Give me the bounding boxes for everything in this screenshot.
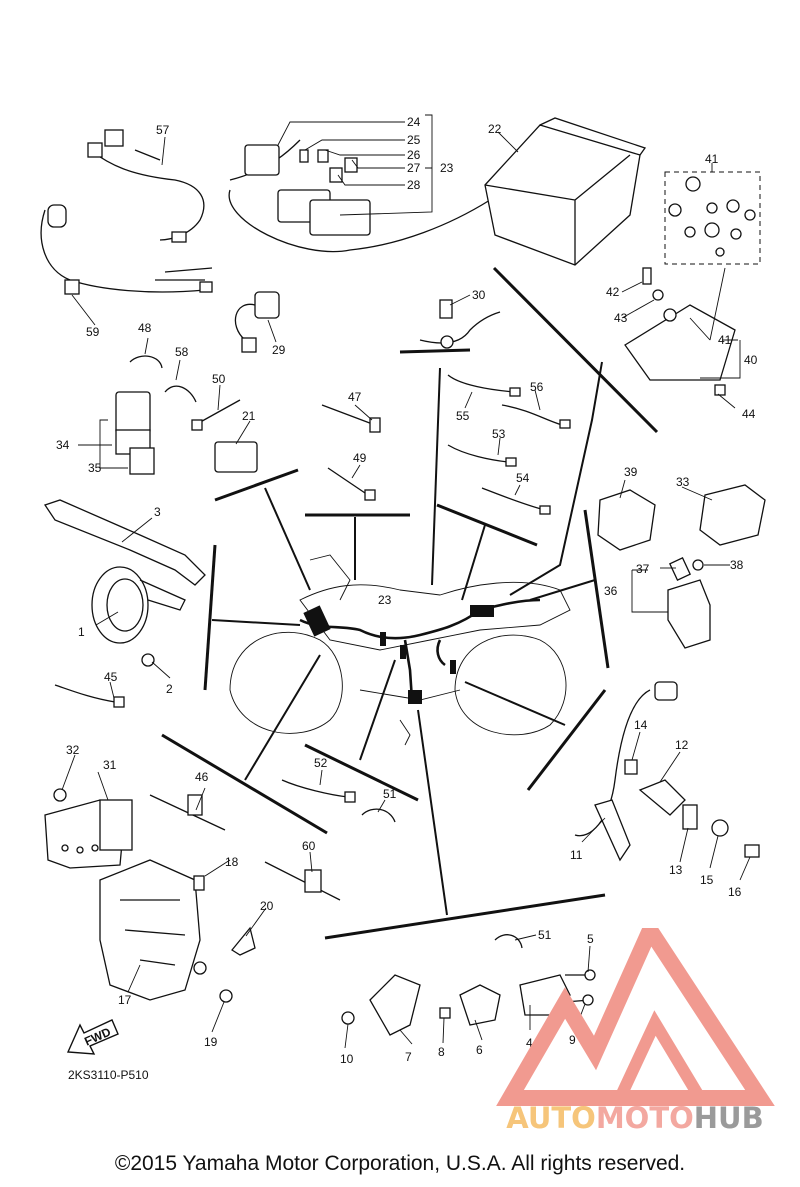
- callout-17: 17: [118, 993, 132, 1007]
- callout-19: 19: [204, 1035, 218, 1049]
- watermark-logo: AUTOMOTOHUB: [470, 928, 800, 1143]
- callout-51-mid: 51: [383, 787, 397, 801]
- callout-10: 10: [340, 1052, 354, 1066]
- callout-7: 7: [405, 1050, 412, 1064]
- callout-40: 40: [744, 353, 758, 367]
- part-bands-and-clips: [129, 355, 571, 515]
- callout-leaders: [61, 114, 751, 1049]
- callout-13: 13: [669, 863, 683, 877]
- callout-14: 14: [634, 718, 648, 732]
- callout-51-lower: 51: [538, 928, 552, 942]
- watermark-text-moto: MOTO: [595, 1101, 694, 1135]
- callout-48: 48: [138, 321, 152, 335]
- callout-44: 44: [742, 407, 756, 421]
- callout-23-fuse: 23: [440, 161, 454, 175]
- callout-3: 3: [154, 505, 161, 519]
- callout-57: 57: [156, 123, 170, 137]
- callout-29: 29: [272, 343, 286, 357]
- fwd-arrow-icon: FWD: [66, 1019, 119, 1055]
- callout-23-harness: 23: [378, 593, 392, 607]
- callout-24: 24: [407, 115, 421, 129]
- part-harness-left: [40, 129, 213, 295]
- callout-15: 15: [700, 873, 714, 887]
- callout-12: 12: [675, 738, 689, 752]
- part-bracket-17: [99, 859, 256, 1003]
- callout-58: 58: [175, 345, 189, 359]
- callout-50: 50: [212, 372, 226, 386]
- callout-28: 28: [407, 178, 421, 192]
- callout-6: 6: [476, 1043, 483, 1057]
- callout-32: 32: [66, 743, 80, 757]
- callout-33: 33: [676, 475, 690, 489]
- callout-22: 22: [488, 122, 502, 136]
- callout-37: 37: [636, 562, 650, 576]
- watermark-text-hub: HUB: [693, 1101, 764, 1135]
- callout-55: 55: [456, 409, 470, 423]
- callout-36: 36: [604, 584, 618, 598]
- part-sensor-11: [574, 681, 760, 862]
- part-sensor-29: [234, 291, 280, 353]
- callout-18: 18: [225, 855, 239, 869]
- callout-54: 54: [516, 471, 530, 485]
- callout-31: 31: [103, 758, 117, 772]
- callout-2: 2: [166, 682, 173, 696]
- part-relay-set: [624, 171, 761, 396]
- part-rectifier-31: [44, 788, 133, 869]
- callout-41-set: 41: [705, 152, 719, 166]
- callout-42: 42: [606, 285, 620, 299]
- callout-46: 46: [195, 770, 209, 784]
- callout-4: 4: [526, 1036, 533, 1050]
- watermark-triangle-icon: [496, 928, 775, 1106]
- callout-39: 39: [624, 465, 638, 479]
- callout-47: 47: [348, 390, 362, 404]
- part-fuse-box: [228, 139, 491, 253]
- callout-numbers: 1 2 3 4 5 6 7 8 9 10 11 12 13 14 15 16 1…: [56, 115, 758, 1066]
- callout-27: 27: [407, 161, 421, 175]
- callout-8: 8: [438, 1045, 445, 1059]
- callout-41-unit: 41: [718, 333, 732, 347]
- watermark-text: AUTOMOTOHUB: [470, 1101, 800, 1135]
- part-bands-lower: [149, 779, 396, 901]
- part-relay-unit-36: [597, 484, 766, 649]
- callout-60: 60: [302, 839, 316, 853]
- callout-35: 35: [88, 461, 102, 475]
- callout-52: 52: [314, 756, 328, 770]
- copyright-notice: ©2015 Yamaha Motor Corporation, U.S.A. A…: [114, 1152, 686, 1175]
- part-horn: [43, 499, 206, 708]
- part-battery: [484, 117, 647, 266]
- callout-5: 5: [587, 932, 594, 946]
- diagram-code: 2KS3110-P510: [68, 1068, 149, 1082]
- callout-34: 34: [56, 438, 70, 452]
- callout-30: 30: [472, 288, 486, 302]
- callout-9: 9: [569, 1033, 576, 1047]
- fwd-label: FWD: [82, 1025, 113, 1049]
- part-terminal-30: [419, 299, 501, 349]
- callout-25: 25: [407, 133, 421, 147]
- callout-21: 21: [242, 409, 256, 423]
- callout-1: 1: [78, 625, 85, 639]
- part-relay-34: [115, 391, 155, 475]
- watermark-text-auto: AUTO: [506, 1101, 596, 1135]
- callout-38: 38: [730, 558, 744, 572]
- callout-56: 56: [530, 380, 544, 394]
- callout-43: 43: [614, 311, 628, 325]
- callout-26: 26: [407, 148, 421, 162]
- callout-53: 53: [492, 427, 506, 441]
- callout-11: 11: [570, 848, 583, 862]
- callout-49: 49: [353, 451, 367, 465]
- group-brackets: [161, 266, 659, 940]
- callout-59: 59: [86, 325, 100, 339]
- wiring-harness: [299, 598, 541, 704]
- callout-16: 16: [728, 885, 742, 899]
- callout-45: 45: [104, 670, 118, 684]
- callout-20: 20: [260, 899, 274, 913]
